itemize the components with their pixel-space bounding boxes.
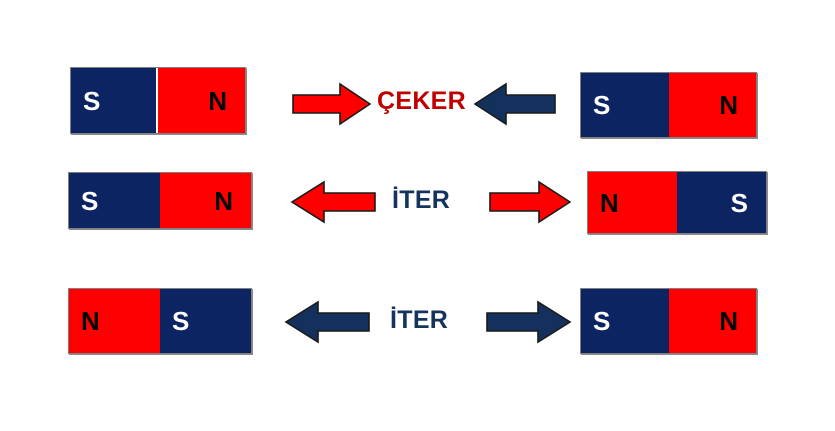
pole-label: S	[593, 306, 611, 336]
caption-repel-row3: İTER	[390, 306, 449, 334]
caption-repel-row2: İTER	[392, 186, 451, 214]
pole-south: S	[581, 289, 669, 353]
pole-label: N	[719, 306, 738, 336]
magnet-right-row1: S N	[580, 72, 757, 138]
pole-label: S	[172, 306, 190, 336]
magnet-left-row2: S N	[68, 172, 252, 229]
pole-north: N	[160, 173, 251, 228]
arrow-right-red-row1	[292, 82, 371, 126]
magnet-right-row2: N S	[587, 171, 767, 234]
pole-label: S	[83, 85, 101, 116]
pole-north: N	[668, 289, 756, 353]
pole-south: S	[69, 173, 160, 228]
magnet-left-row3: N S	[68, 288, 252, 354]
pole-north: N	[668, 73, 756, 137]
pole-south: S	[581, 73, 669, 137]
arrow-left-navy-row3	[284, 300, 370, 344]
pole-label: N	[214, 185, 233, 216]
pole-label: S	[593, 90, 611, 120]
arrow-left-red-row2	[290, 180, 376, 224]
pole-label: N	[600, 187, 619, 218]
pole-label: S	[730, 187, 748, 218]
magnet-left-row1: S N	[70, 67, 246, 134]
pole-north: N	[69, 289, 160, 353]
pole-label: S	[81, 185, 99, 216]
pole-south: S	[71, 68, 158, 133]
pole-north: N	[158, 68, 245, 133]
pole-south: S	[160, 289, 251, 353]
pole-divider	[156, 68, 158, 133]
pole-north: N	[588, 172, 677, 233]
pole-south: S	[677, 172, 766, 233]
arrow-right-navy-row3	[486, 300, 572, 344]
arrow-left-navy-row1	[473, 82, 556, 126]
pole-label: N	[208, 85, 227, 116]
magnet-right-row3: S N	[580, 288, 757, 354]
arrow-right-red-row2	[489, 180, 571, 224]
pole-label: N	[719, 90, 738, 120]
caption-attract: ÇEKER	[377, 87, 467, 115]
pole-label: N	[81, 306, 100, 336]
